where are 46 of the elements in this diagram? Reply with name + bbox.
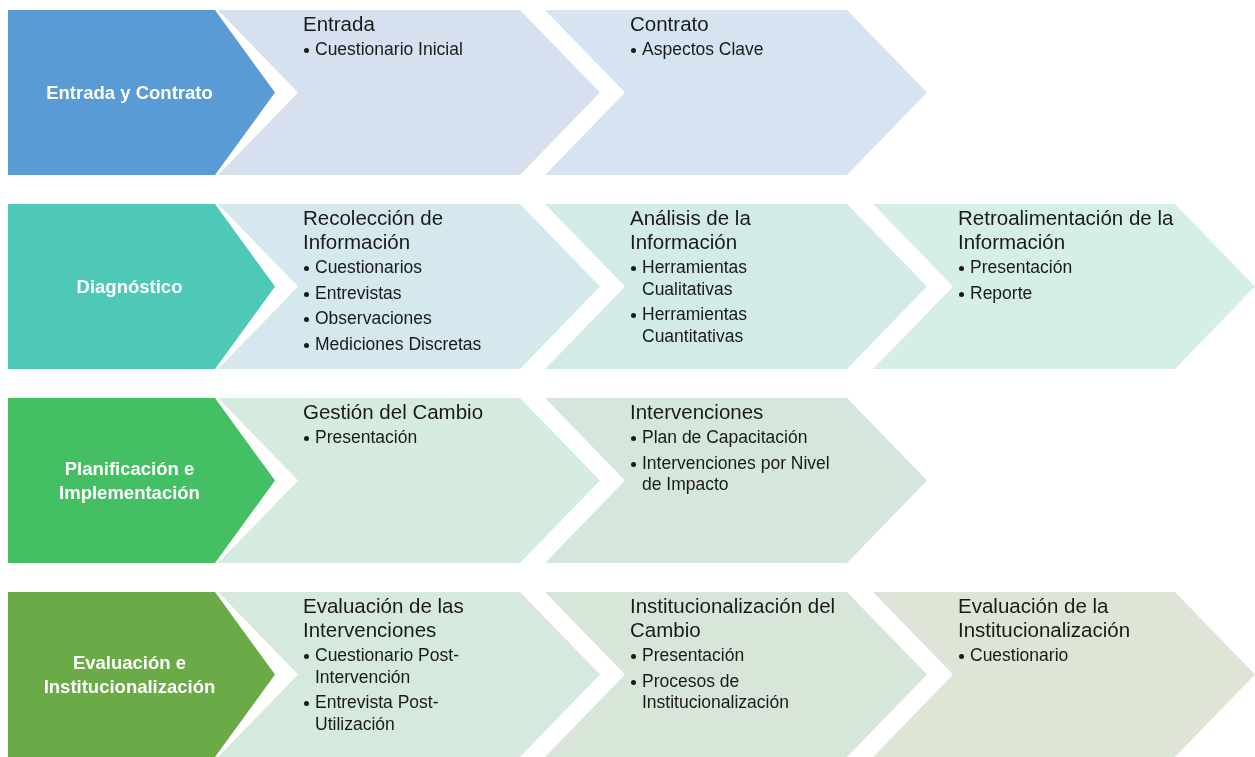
bullet-item: Herramientas Cuantitativas xyxy=(630,304,842,347)
step-heading: Recolección de Información xyxy=(303,206,445,254)
process-step xyxy=(218,592,600,757)
bullet-item: Cuestionario Post-Intervención xyxy=(303,645,515,688)
stage-title: Evaluación e Institucionalización xyxy=(42,650,217,699)
bullet-item: Presentación xyxy=(958,257,1170,279)
stage-title: Diagnóstico xyxy=(76,274,183,299)
process-step xyxy=(218,398,600,563)
bullet-item: Presentación xyxy=(303,427,515,449)
step-heading: Retroalimentación de la Información xyxy=(958,206,1175,254)
bullet-item: Cuestionarios xyxy=(303,257,515,279)
stage-panel xyxy=(8,592,275,757)
stage-title: Planificación e Implementación xyxy=(58,456,201,505)
step-heading: Intervenciones xyxy=(630,400,765,424)
process-step xyxy=(873,592,1255,757)
stage-title: Entrada y Contrato xyxy=(46,80,213,105)
stage-panel xyxy=(8,398,275,563)
bullet-item: Entrevistas xyxy=(303,282,515,304)
bullet-item: Cuestionario xyxy=(958,645,1170,667)
bullet-item: Reporte xyxy=(958,282,1170,304)
step-heading: Análisis de la Información xyxy=(630,206,752,254)
bullet-item: Entrevista Post-Utilización xyxy=(303,692,515,735)
process-step xyxy=(545,592,927,757)
bullet-item: Observaciones xyxy=(303,308,515,330)
step-heading: Entrada xyxy=(303,12,376,36)
process-step xyxy=(545,10,927,175)
stage-panel xyxy=(8,10,275,175)
process-step xyxy=(218,10,600,175)
bullet-item: Presentación xyxy=(630,645,842,667)
bullet-item: Aspectos Clave xyxy=(630,39,842,61)
bullet-item: Herramientas Cualitativas xyxy=(630,257,842,300)
stage-panel xyxy=(8,204,275,369)
bullet-item: Procesos de Institucionalización xyxy=(630,670,842,714)
step-heading: Evaluación de las Intervenciones xyxy=(303,594,465,642)
step-heading: Evaluación de la Institucionalización xyxy=(958,594,1132,642)
bullet-item: Mediciones Discretas xyxy=(303,333,515,355)
process-step xyxy=(545,204,927,369)
step-heading: Contrato xyxy=(630,12,710,36)
bullet-item: Cuestionario Inicial xyxy=(303,39,515,61)
step-heading: Institucionalización del Cambio xyxy=(630,594,837,642)
process-step xyxy=(218,204,600,369)
step-heading: Gestión del Cambio xyxy=(303,400,485,424)
bullet-item: Plan de Capacitación xyxy=(630,427,842,449)
process-step xyxy=(873,204,1255,369)
process-step xyxy=(545,398,927,563)
bullet-item: Intervenciones por Nivel de Impacto xyxy=(630,452,842,496)
